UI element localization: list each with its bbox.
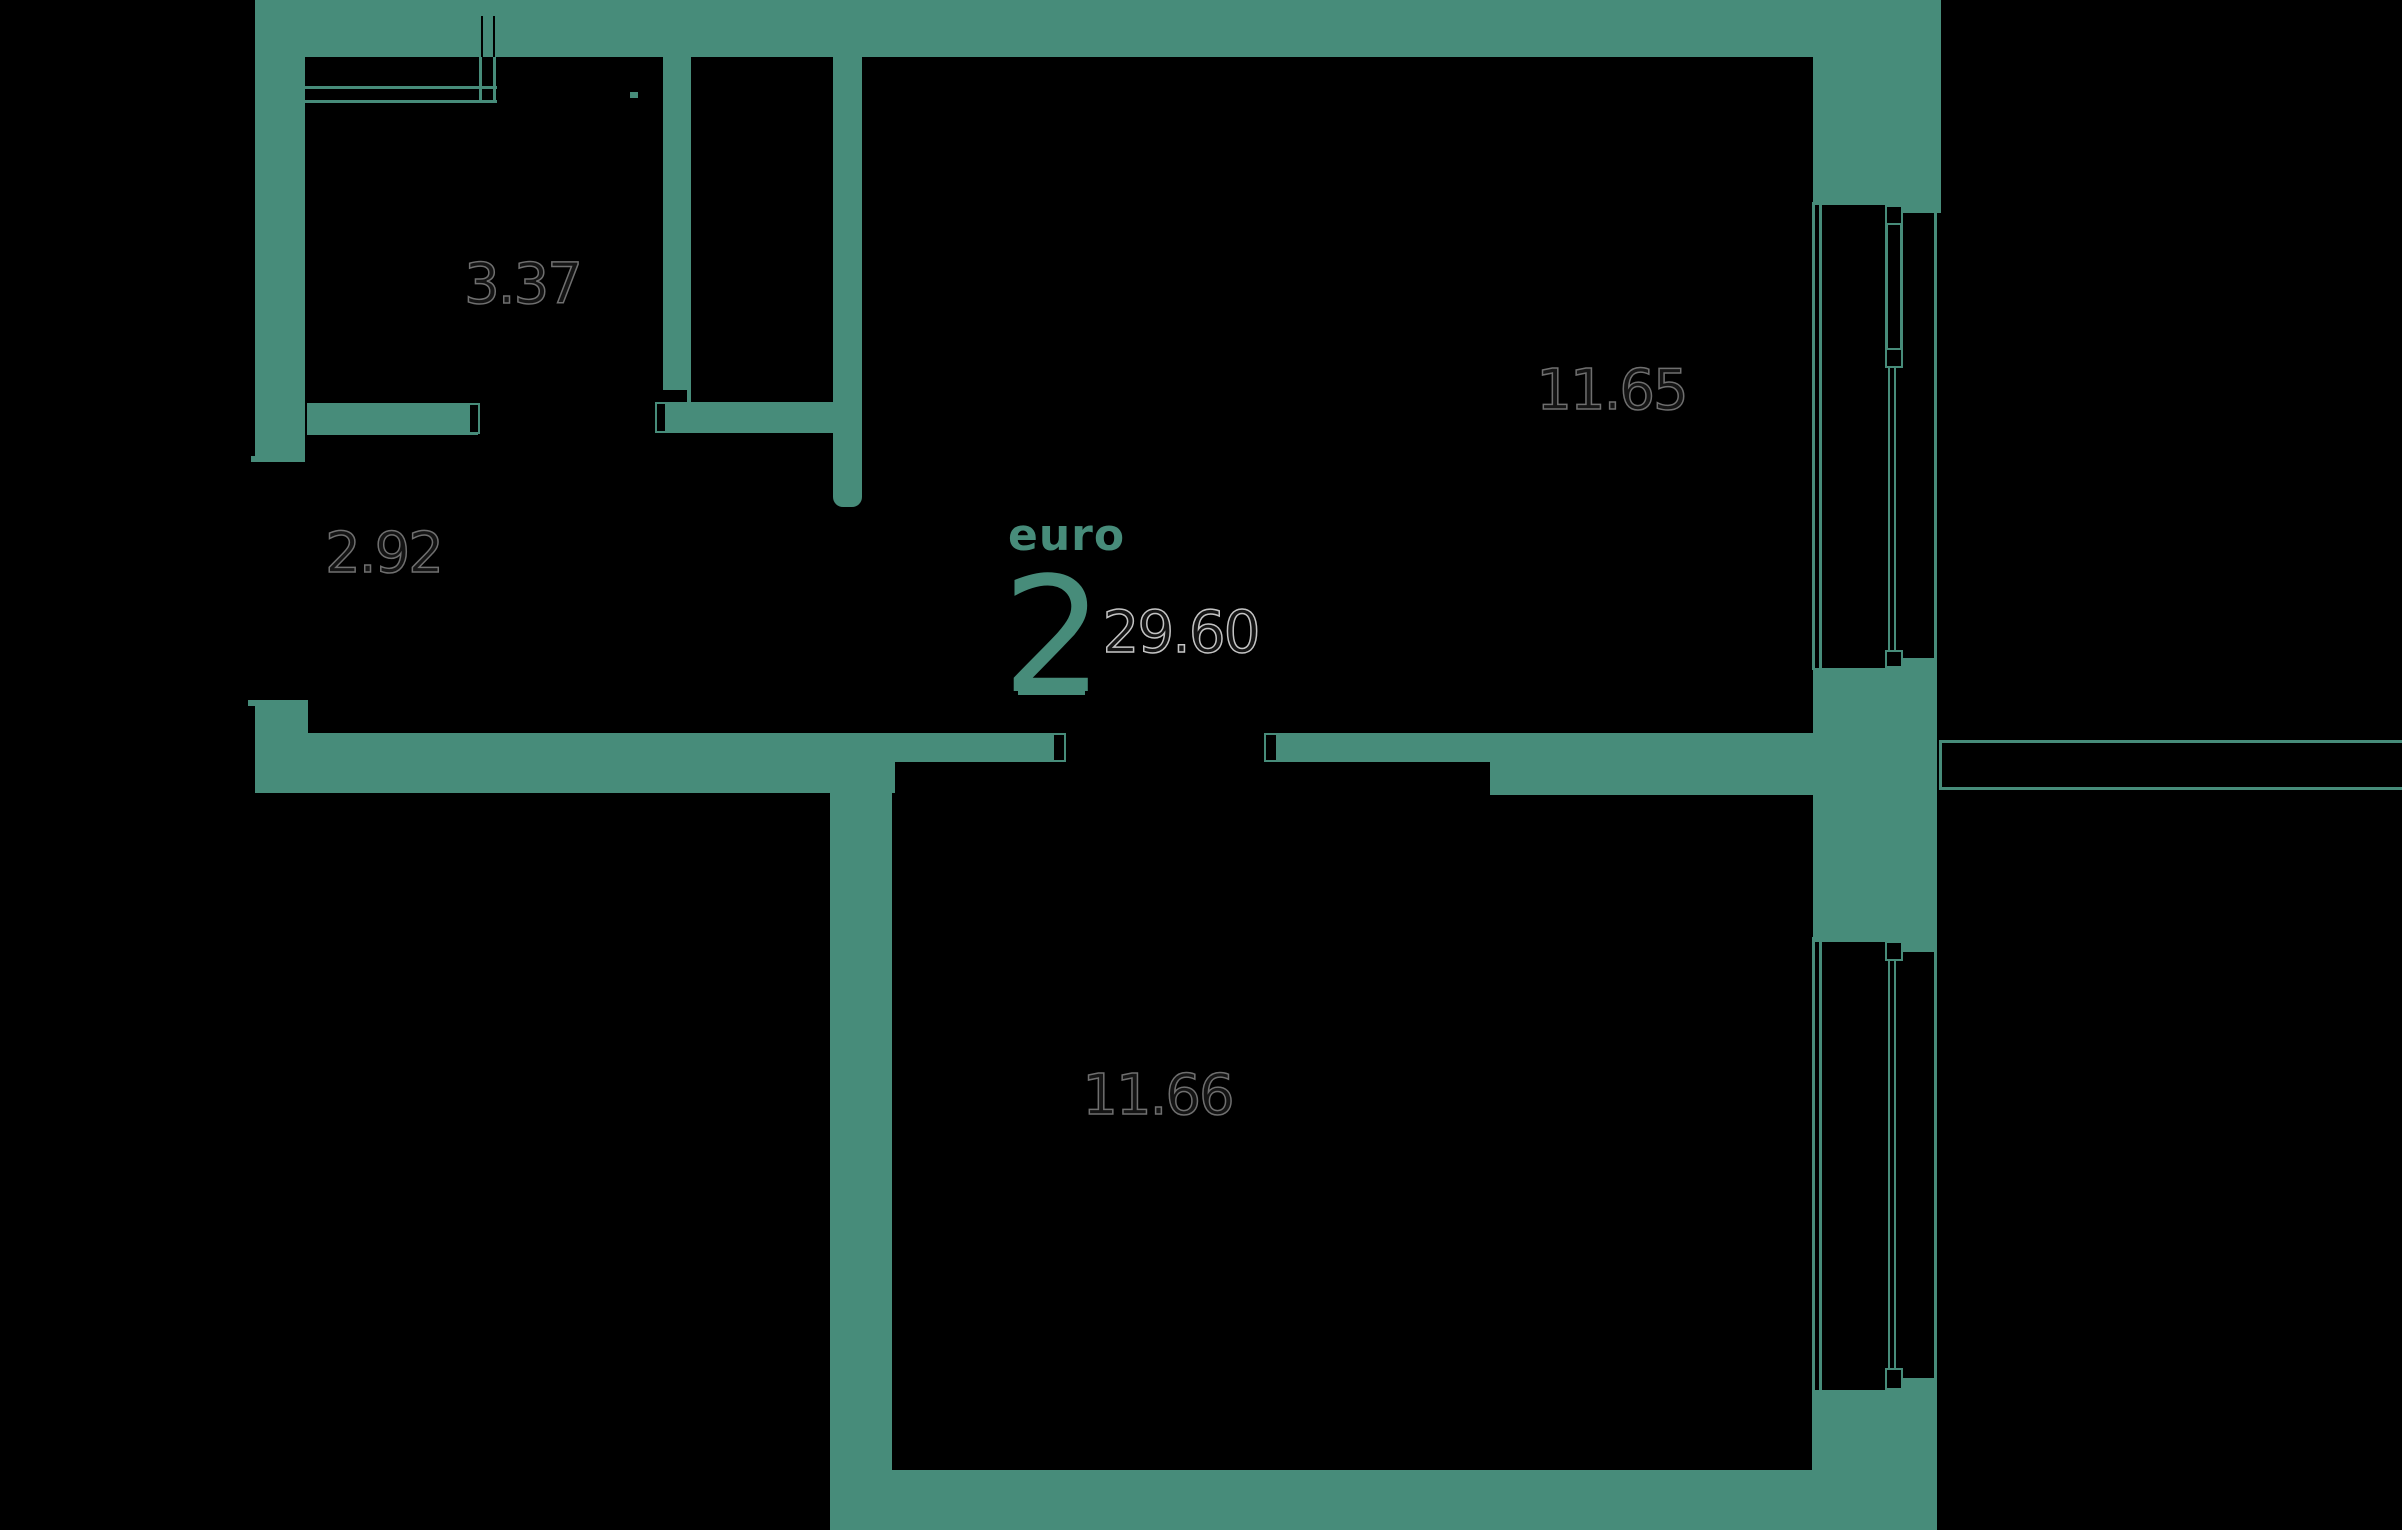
shaft-line-h1 xyxy=(305,86,497,89)
wall-room-bottom-west xyxy=(830,793,892,1530)
wall-top-right-step xyxy=(1895,200,1941,213)
bathroom-area-label: 3.37 xyxy=(463,251,583,318)
wall-bathroom-east-thin xyxy=(687,388,691,404)
shaft-wall-slit-1 xyxy=(481,16,483,57)
bathroom-door-jamb-left xyxy=(468,403,480,434)
entry-door-cap-top xyxy=(251,456,305,462)
unit-rooms-count: 2 xyxy=(1002,542,1104,729)
window1-frame-cap-bottom xyxy=(1885,650,1903,668)
window1-sill-line-inner xyxy=(1812,202,1815,670)
wall-between-windows-step-top xyxy=(1895,658,1937,670)
wall-bottom xyxy=(892,1470,1812,1530)
window2-sill-line-outer xyxy=(1819,937,1822,1390)
window2-glazing-right xyxy=(1894,961,1896,1368)
room-door-jamb-right xyxy=(1264,733,1278,762)
window2-frame-cap-top xyxy=(1885,941,1903,961)
wall-room-bottom-north-mid xyxy=(1270,733,1490,762)
window1-frame-cap-mid xyxy=(1885,348,1903,368)
bathroom-door-jamb-right xyxy=(655,402,667,433)
wall-bathroom-south-right xyxy=(662,402,833,433)
unit-total-area: 29.60 xyxy=(1102,597,1262,667)
window2-frame-cap-bottom xyxy=(1885,1368,1903,1390)
window1-glazing-left xyxy=(1888,368,1890,652)
wall-window2-south-block xyxy=(1812,1390,1937,1530)
shaft-line-v2 xyxy=(493,57,496,103)
window2-sill-line-inner xyxy=(1812,937,1815,1390)
top-wall-tick xyxy=(630,92,638,98)
neighbor-wall-line-top xyxy=(1939,740,2402,743)
wall-room-bottom-north-right xyxy=(1490,733,1837,795)
room-top-area-label: 11.65 xyxy=(1536,357,1690,424)
window1-sash-right xyxy=(1900,225,1903,350)
hallway-area-label: 2.92 xyxy=(324,520,444,587)
wall-hallway-south xyxy=(255,733,895,793)
neighbor-wall-line-left xyxy=(1939,740,1942,790)
wall-central xyxy=(833,57,862,507)
shaft-line-v1 xyxy=(479,57,482,103)
wall-between-windows xyxy=(1813,668,1937,942)
window1-sash-left xyxy=(1885,225,1888,350)
window1-sill-line-outer xyxy=(1819,202,1822,670)
window1-frame-cap-top xyxy=(1885,205,1903,225)
wall-window2-south-step xyxy=(1900,1378,1937,1392)
wall-top xyxy=(255,0,1941,57)
door-threshold-tick xyxy=(1018,690,1085,695)
wall-room-bottom-north-left xyxy=(895,733,1058,762)
window1-glazing-right xyxy=(1894,368,1896,652)
window2-glazing-left xyxy=(1888,961,1890,1368)
wall-bathroom-south-left xyxy=(307,403,478,435)
room-bottom-area-label: 11.66 xyxy=(1082,1062,1236,1129)
wall-bathroom-east xyxy=(663,57,691,390)
shaft-line-h2 xyxy=(305,100,497,103)
wall-between-windows-step-bottom xyxy=(1900,942,1937,952)
wall-top-right-block xyxy=(1813,0,1941,205)
neighbor-wall-line-bottom xyxy=(1939,787,2402,790)
window2-outer-face xyxy=(1934,949,1937,1378)
room-door-jamb-left xyxy=(1052,733,1066,762)
wall-left-upper xyxy=(255,0,305,456)
window1-outer-face xyxy=(1934,213,1937,660)
unit-type-label: euro xyxy=(1008,510,1126,561)
shaft-wall-slit-2 xyxy=(493,16,495,57)
entry-door-cap-bottom xyxy=(248,700,308,706)
